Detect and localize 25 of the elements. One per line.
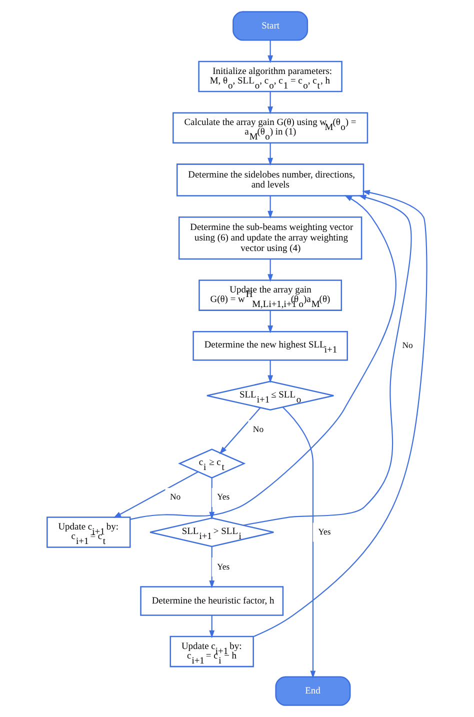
arrow: [253, 190, 428, 638]
arrow: [268, 310, 274, 334]
edge-label: Yes: [216, 561, 230, 572]
arrow: [268, 142, 274, 166]
node-box: Determine the heuristic factor, h: [140, 586, 284, 616]
arrow: [268, 196, 274, 219]
arrow: [268, 259, 274, 282]
arrow: [113, 471, 198, 518]
edge-label: No: [170, 492, 181, 502]
arrow: [209, 615, 215, 638]
arrow: [219, 407, 261, 454]
edge-label: No: [252, 424, 264, 434]
arrow: [268, 360, 274, 383]
arrow: [282, 406, 316, 678]
edge-label: No: [402, 340, 413, 350]
node-box: End: [275, 676, 351, 706]
arrow: [268, 40, 274, 64]
arrow: [209, 546, 215, 588]
node-box: Determine the sub-beams weighting vector using (6) and update the array weighting vector using (4): [178, 216, 362, 260]
edge-label: Yes: [318, 526, 331, 536]
node-box: Start: [232, 11, 308, 41]
arrow: [243, 194, 412, 526]
node-box: Determine the sidelobes number, directions, and levels: [176, 164, 364, 196]
arrow: [268, 92, 274, 114]
edge-label: Yes: [216, 492, 230, 502]
